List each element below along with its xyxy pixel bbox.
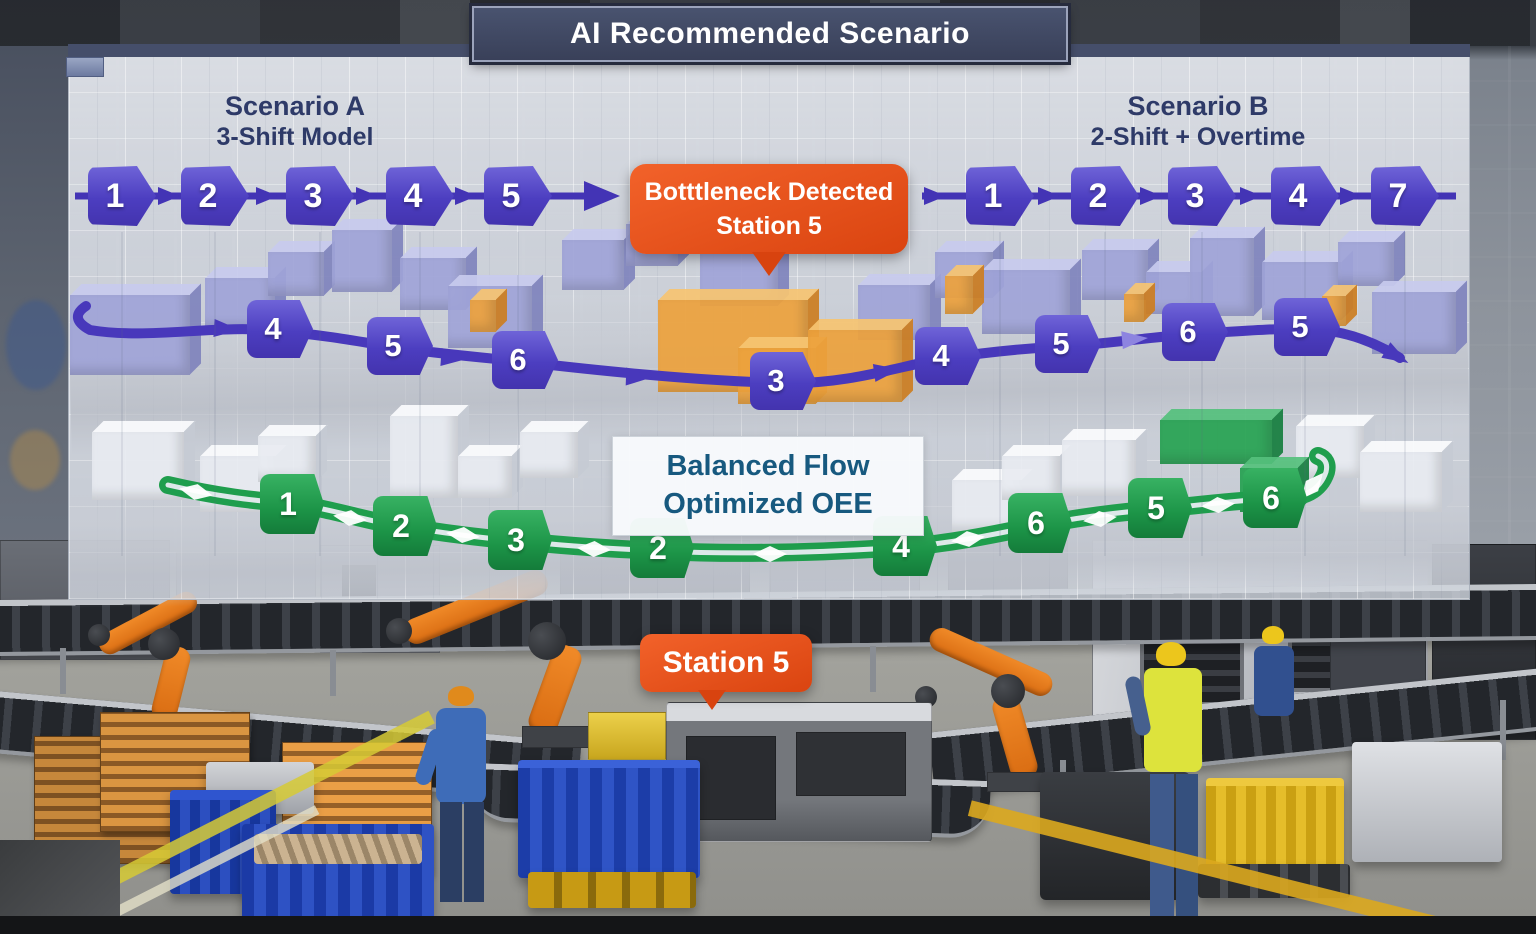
balanced-line1: Balanced Flow — [666, 450, 870, 483]
worker-background — [1246, 626, 1306, 736]
box-front-face — [1360, 452, 1442, 512]
blur-blob — [10, 430, 60, 490]
robot-joint — [528, 622, 566, 660]
yellow-pallet — [528, 872, 696, 908]
worker-leg — [440, 802, 462, 902]
station-5-label: Station 5 — [662, 646, 790, 679]
flow-node-top_right-2: 2 — [1071, 166, 1139, 226]
flow-node-green-2: 2 — [373, 496, 437, 556]
box-front-face — [332, 230, 392, 292]
robot-joint — [386, 618, 412, 644]
worker-torso — [436, 708, 486, 804]
flow-node-middle-6: 5 — [1035, 315, 1101, 373]
box-front-face — [1338, 242, 1394, 286]
bottleneck-callout: Botttleneck Detected Station 5 — [630, 164, 908, 276]
flow-node-middle-5: 4 — [915, 327, 981, 385]
hard-hat — [1156, 642, 1186, 666]
box-3d-lav — [332, 218, 404, 292]
yellow-crate — [1206, 778, 1344, 870]
yellow-box — [588, 712, 666, 760]
flow-node-middle-7: 6 — [1162, 303, 1228, 361]
title-banner: AI Recommended Scenario — [472, 6, 1068, 62]
flow-node-top_right-5: 7 — [1371, 166, 1439, 226]
callout-tail — [752, 252, 786, 276]
box-3d-lav — [268, 240, 336, 296]
conveyor-leg — [870, 646, 876, 692]
flow-node-middle-1: 4 — [247, 300, 313, 358]
station-5-panel — [796, 732, 906, 796]
worker-leg — [1176, 774, 1198, 924]
flow-node-top_right-3: 3 — [1168, 166, 1236, 226]
flow-node-green-1: 1 — [260, 474, 324, 534]
hard-hat — [448, 686, 474, 706]
blue-crate-parts — [242, 824, 434, 932]
flow-node-green-3: 3 — [488, 510, 552, 570]
flow-node-top_right-1: 1 — [966, 166, 1034, 226]
box-3d-lav — [562, 228, 636, 290]
conveyor-leg — [1500, 700, 1506, 760]
worker-torso — [1254, 646, 1294, 716]
scenario-a-title: Scenario A — [224, 91, 366, 121]
floor-edge-band — [0, 916, 1536, 934]
robot-joint — [88, 624, 110, 646]
box-front-face — [268, 252, 324, 296]
flow-node-top_left-2: 2 — [181, 166, 249, 226]
scenario-b-label: Scenario B 2-Shift + Overtime — [1028, 90, 1368, 152]
balanced-line2: Optimized OEE — [663, 488, 873, 520]
box-3d-lav — [1338, 230, 1406, 286]
callout-tail — [698, 690, 726, 710]
conveyor-leg — [60, 648, 66, 694]
flow-node-green-6: 6 — [1008, 493, 1072, 553]
worker-leg — [464, 802, 484, 902]
balanced-flow-panel: Balanced Flow Optimized OEE — [612, 436, 924, 536]
bottleneck-line2: Station 5 — [716, 211, 822, 240]
box-3d-white — [1360, 440, 1454, 512]
scenario-a-subtitle: 3-Shift Model — [216, 123, 374, 152]
flow-node-middle-8: 5 — [1274, 298, 1340, 356]
robot-joint — [148, 628, 180, 660]
worker-blue — [413, 686, 500, 906]
conveyor-leg — [330, 650, 336, 696]
flow-node-middle-2: 5 — [367, 317, 433, 375]
scenario-b-subtitle: 2-Shift + Overtime — [1090, 123, 1306, 152]
hivis-vest — [1144, 668, 1202, 772]
title-banner-text: AI Recommended Scenario — [570, 17, 970, 50]
flow-node-middle-4: 3 — [750, 352, 816, 410]
blur-blob — [6, 300, 66, 390]
panel-corner-tab — [66, 57, 104, 77]
blue-crate-center — [518, 760, 700, 878]
hard-hat — [1262, 626, 1284, 644]
bottleneck-line1: Botttleneck Detected — [644, 178, 894, 206]
scenario-b-title: Scenario B — [1127, 91, 1269, 121]
station-5-callout: Station 5 — [640, 634, 812, 710]
flow-node-top_left-3: 3 — [286, 166, 354, 226]
flow-node-green-8: 6 — [1243, 468, 1307, 528]
flow-node-top_right-4: 4 — [1271, 166, 1339, 226]
robot-joint — [991, 674, 1025, 708]
flow-node-top_left-1: 1 — [88, 166, 156, 226]
light-cabinet — [1352, 742, 1502, 862]
flow-node-top_left-5: 5 — [484, 166, 552, 226]
box-front-face — [562, 240, 624, 290]
flow-node-middle-3: 6 — [492, 331, 558, 389]
robot-arm — [372, 566, 672, 756]
scenario-a-label: Scenario A 3-Shift Model — [130, 90, 460, 152]
crate-contents — [254, 834, 422, 864]
flow-node-top_left-4: 4 — [386, 166, 454, 226]
flow-node-green-7: 5 — [1128, 478, 1192, 538]
station-5-panel — [686, 736, 776, 820]
